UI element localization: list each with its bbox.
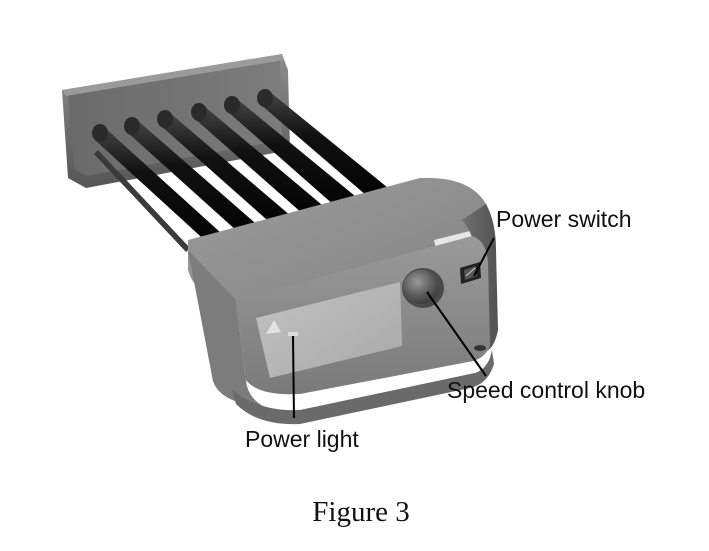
indicator-triangle-icon	[266, 320, 281, 334]
roller	[157, 110, 305, 243]
roller	[92, 124, 232, 256]
roller	[124, 117, 270, 250]
power-light-indicator	[288, 332, 298, 336]
speed-control-knob[interactable]	[402, 268, 444, 308]
power-switch-leader	[473, 237, 495, 277]
power-switch-label: Power switch	[496, 206, 631, 232]
roller-set	[92, 89, 398, 256]
roller	[224, 96, 372, 228]
power-light-leader	[292, 335, 295, 419]
roller	[257, 89, 398, 214]
side-rod	[94, 150, 190, 252]
power-switch[interactable]	[460, 262, 481, 284]
roller	[191, 103, 340, 236]
leader-lines	[292, 237, 495, 419]
figure-caption: Figure 3	[312, 496, 409, 528]
speed-knob-leader	[426, 291, 487, 377]
power-light-label: Power light	[245, 426, 359, 452]
speed-control-knob-label: Speed control knob	[447, 377, 645, 403]
main-housing	[188, 177, 498, 425]
